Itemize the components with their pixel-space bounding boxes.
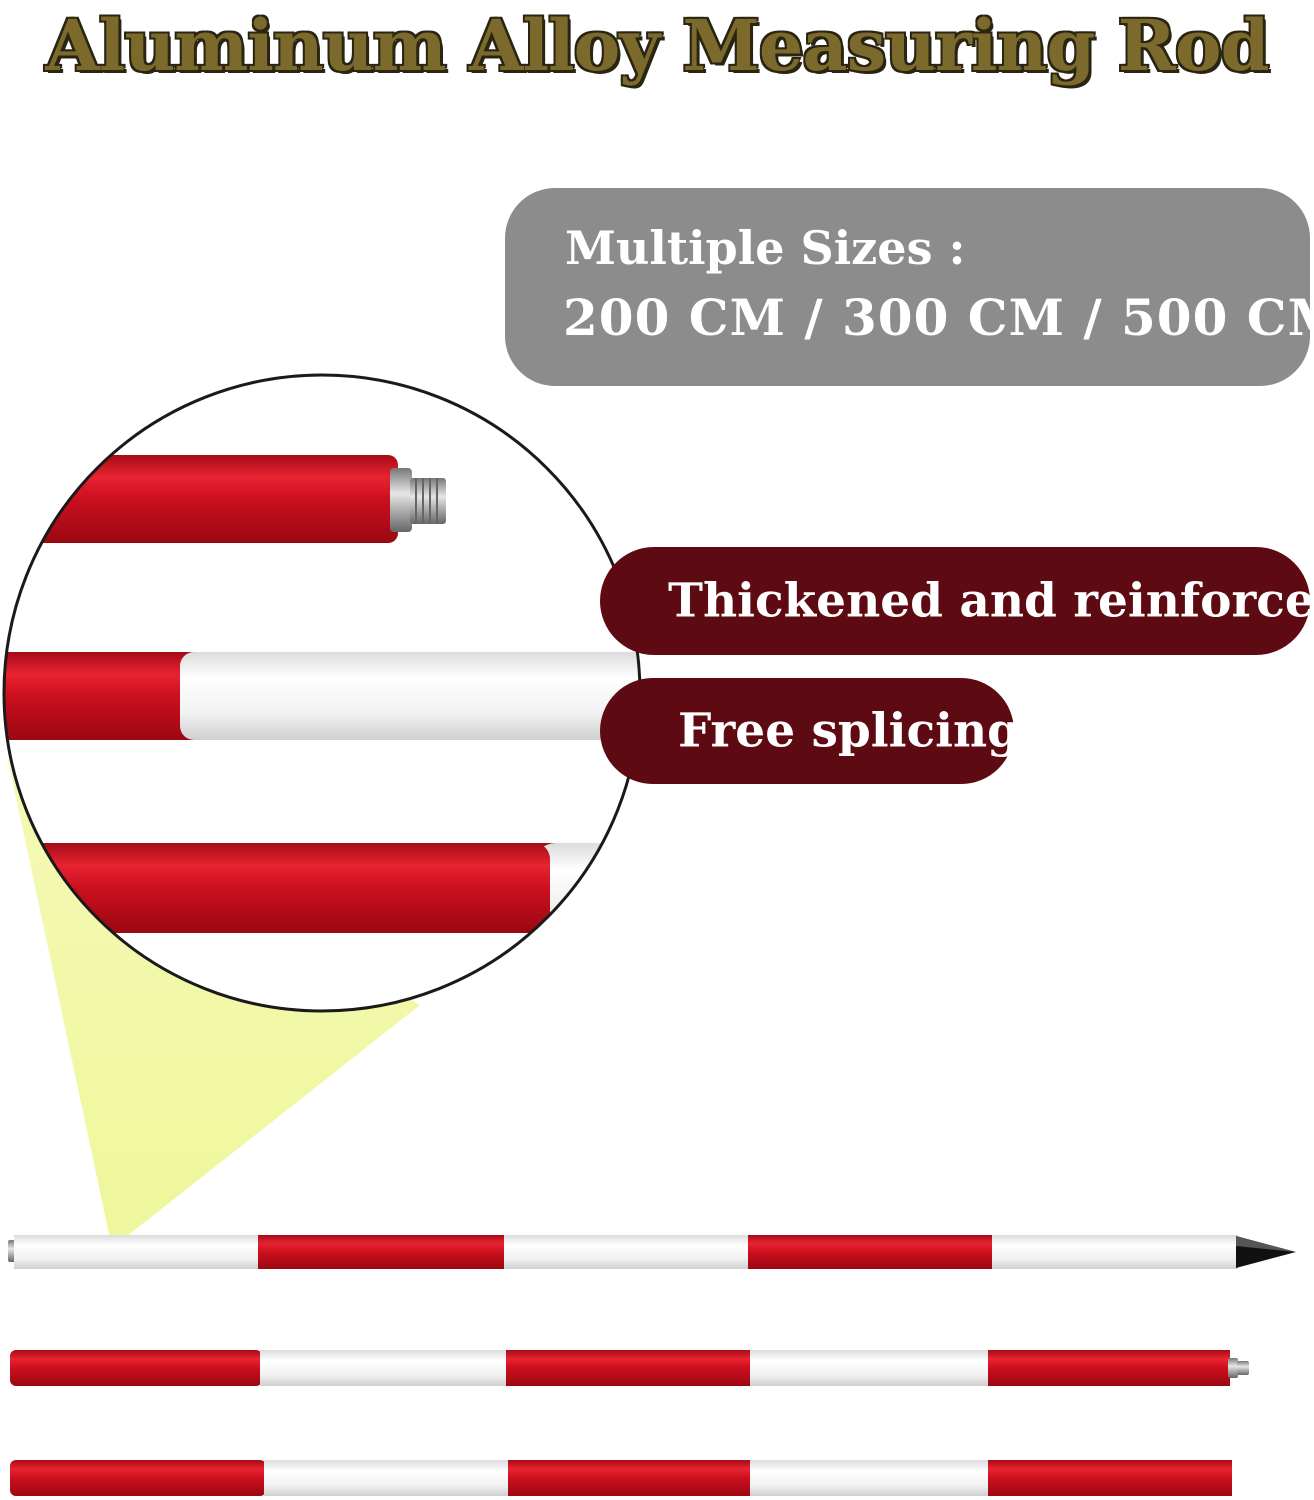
rod-threaded xyxy=(10,1350,1249,1386)
rod-with-tip xyxy=(8,1235,1296,1269)
zoom-circle xyxy=(2,373,642,1013)
sizes-values: 200 CM / 300 CM / 500 CM xyxy=(563,288,1314,347)
feature-label: Free splicing xyxy=(678,703,1021,759)
feature-badge-thickened: Thickened and reinforced xyxy=(600,547,1314,655)
page-title: Aluminum Alloy Measuring Rod xyxy=(44,3,1270,88)
feature-label: Thickened and reinforced xyxy=(668,573,1314,629)
rod-plain xyxy=(10,1460,1232,1496)
sizes-badge: Multiple Sizes : 200 CM / 300 CM / 500 C… xyxy=(505,188,1314,386)
sizes-label: Multiple Sizes : xyxy=(565,221,966,275)
feature-badge-splicing: Free splicing xyxy=(600,678,1020,784)
